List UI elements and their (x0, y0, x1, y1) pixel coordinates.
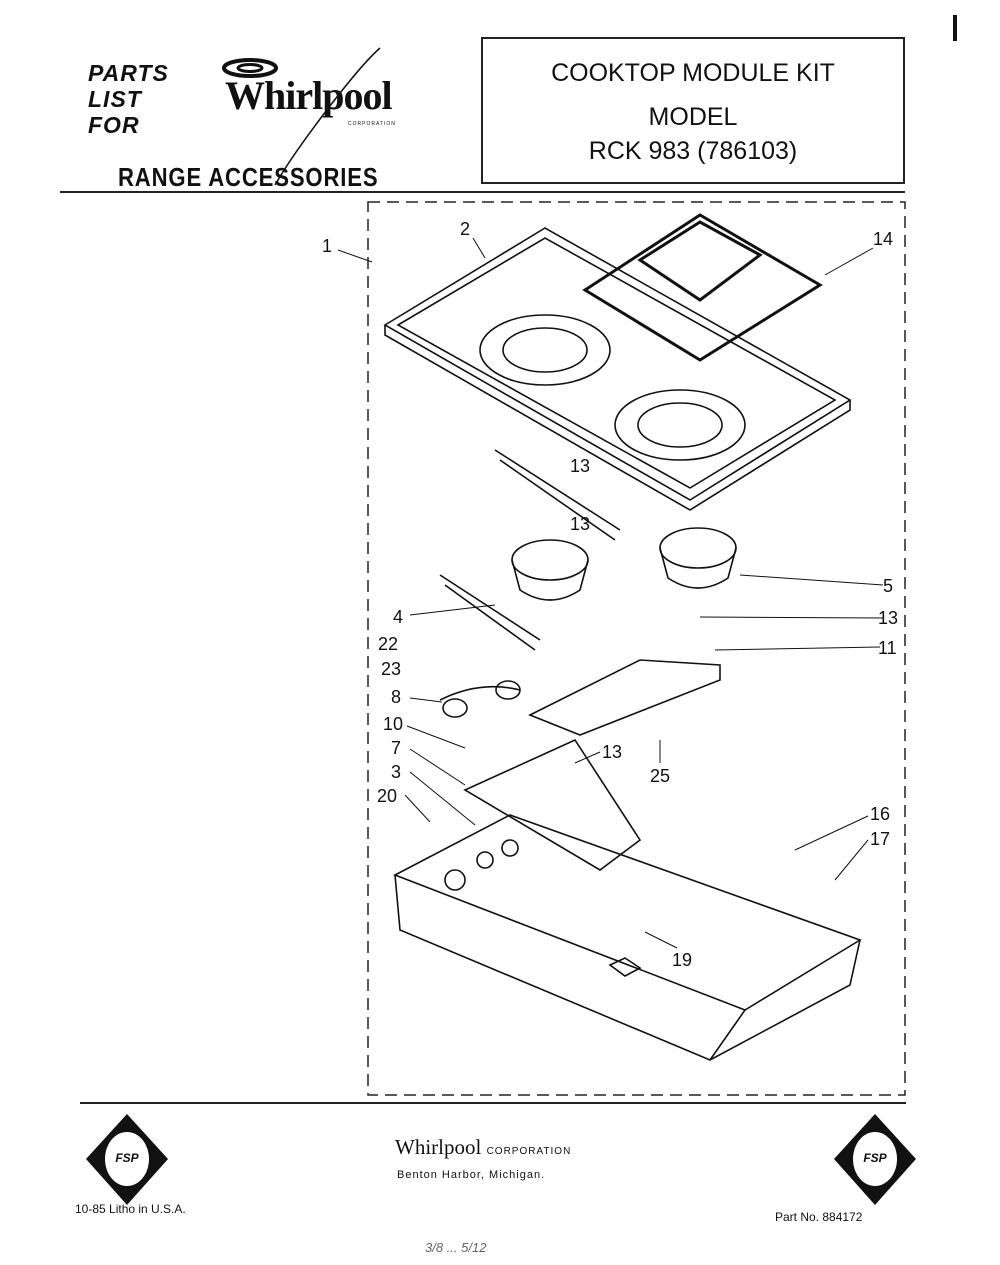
category-heading: RANGE ACCESSORIES (118, 162, 379, 192)
callout-14: 14 (873, 229, 893, 249)
company-suffix: CORPORATION (486, 1146, 572, 1157)
callout-13d: 13 (602, 742, 622, 762)
scan-mark (953, 15, 957, 41)
callout-23: 23 (381, 659, 401, 679)
part-number: Part No. 884172 (775, 1210, 863, 1224)
parts-list-for: PARTS LIST FOR (88, 60, 169, 138)
burners (439, 449, 737, 651)
kit-title: COOKTOP MODULE KIT (551, 59, 835, 87)
for-text: FOR (88, 112, 140, 138)
company-address: Benton Harbor, Michigan. (397, 1169, 546, 1181)
list-text: LIST (88, 86, 142, 112)
fsp-badge-right: FSP (834, 1114, 916, 1205)
company-name: Whirlpool CORPORATION (395, 1135, 571, 1164)
fsp-text: FSP (863, 1151, 887, 1165)
title-box: COOKTOP MODULE KIT MODEL RCK 983 (786103… (481, 37, 905, 184)
callout-25: 25 (650, 766, 670, 786)
callout-13c: 13 (878, 608, 898, 628)
callout-10: 10 (383, 714, 403, 734)
callout-4: 4 (393, 607, 403, 627)
callout-labels: 1 2 14 13 13 5 4 13 22 11 23 8 10 7 13 2… (322, 219, 898, 970)
whirlpool-logo-sub: CORPORATION (348, 121, 396, 127)
callout-13a: 13 (570, 456, 590, 476)
callout-3: 3 (391, 762, 401, 782)
callout-7: 7 (391, 738, 401, 758)
callout-13b: 13 (570, 514, 590, 534)
company-brand: Whirlpool (395, 1135, 482, 1159)
module-pan (393, 814, 862, 1061)
callout-1: 1 (322, 236, 332, 256)
handwritten-note: 3/8 ... 5/12 (425, 1240, 487, 1255)
kit-boundary (367, 201, 906, 1096)
cooktop-frame (383, 227, 852, 511)
footer-rule (80, 1102, 906, 1104)
callout-17: 17 (870, 829, 890, 849)
burner-grate (582, 213, 823, 362)
manifold-bracket (439, 659, 721, 871)
callout-20: 20 (377, 786, 397, 806)
exploded-parts-diagram: 1 2 14 13 13 5 4 13 22 11 23 8 10 7 13 2… (60, 191, 906, 1096)
fsp-badge-left: FSP (86, 1114, 168, 1205)
callout-22: 22 (378, 634, 398, 654)
print-info: 10-85 Litho in U.S.A. (75, 1202, 186, 1216)
callout-2: 2 (460, 219, 470, 239)
whirlpool-swirl-logo (222, 47, 381, 186)
callout-8: 8 (391, 687, 401, 707)
model-label: MODEL (648, 103, 738, 131)
callout-16: 16 (870, 804, 890, 824)
parts-text: PARTS (88, 60, 169, 86)
callout-5: 5 (883, 576, 893, 596)
model-number: RCK 983 (786103) (588, 137, 798, 165)
leader-lines (337, 237, 884, 949)
whirlpool-logo: Whirlpool (225, 73, 393, 118)
fsp-text: FSP (115, 1151, 139, 1165)
callout-19: 19 (672, 950, 692, 970)
callout-11: 11 (878, 638, 897, 658)
